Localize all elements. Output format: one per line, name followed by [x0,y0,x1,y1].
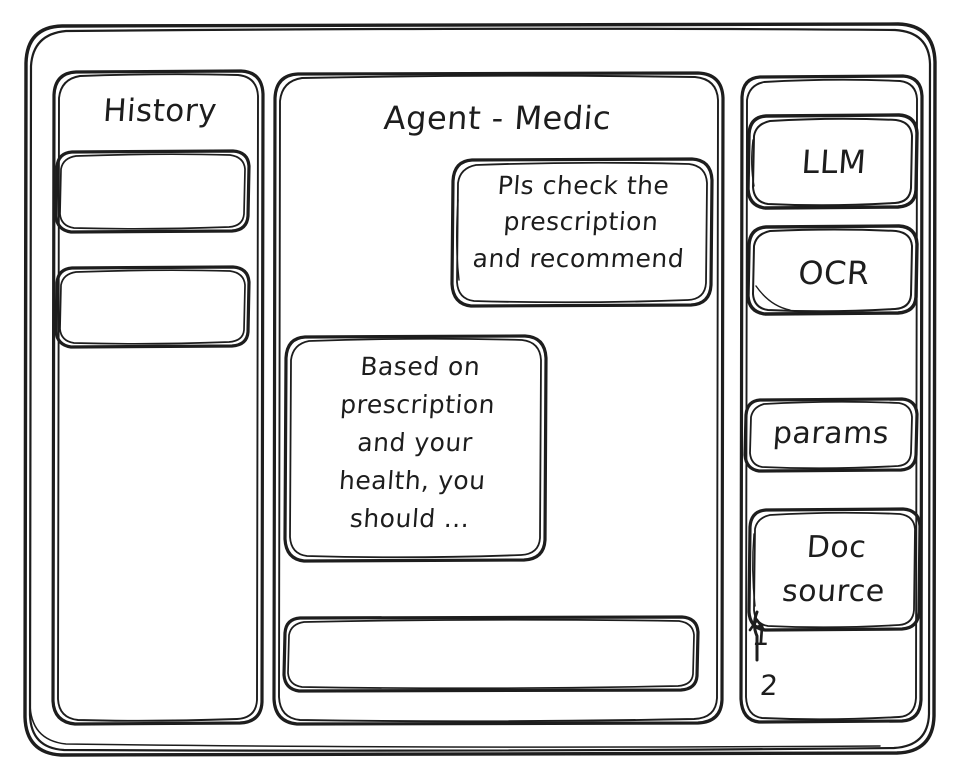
tool-ocr-button[interactable] [748,226,917,314]
tool-ocr-stroke [746,224,919,316]
tool-params-button[interactable] [745,399,917,471]
tool-doc-source-button[interactable] [749,509,920,630]
tool-doc-source-stroke [747,507,922,632]
user-message-stroke [450,157,714,308]
tool-llm-button[interactable] [748,115,917,208]
composer-input-stroke [282,615,700,693]
composer-input[interactable] [284,617,698,691]
history-panel-stroke [51,69,265,726]
history-item-1[interactable] [56,151,249,232]
tools-panel-stroke [739,74,924,724]
tool-llm-stroke [746,113,919,210]
assistant-message-stroke [283,334,548,563]
tool-params-stroke [743,397,919,473]
user-message-bubble [452,159,712,306]
history-item-2[interactable] [56,267,249,347]
history-item-1-stroke [54,149,251,234]
assistant-message-bubble [285,336,546,561]
doc-source-list-connector [748,610,766,662]
history-item-2-stroke [54,265,251,349]
window-frame-stroke [23,22,937,757]
agent-panel-stroke [272,71,725,726]
